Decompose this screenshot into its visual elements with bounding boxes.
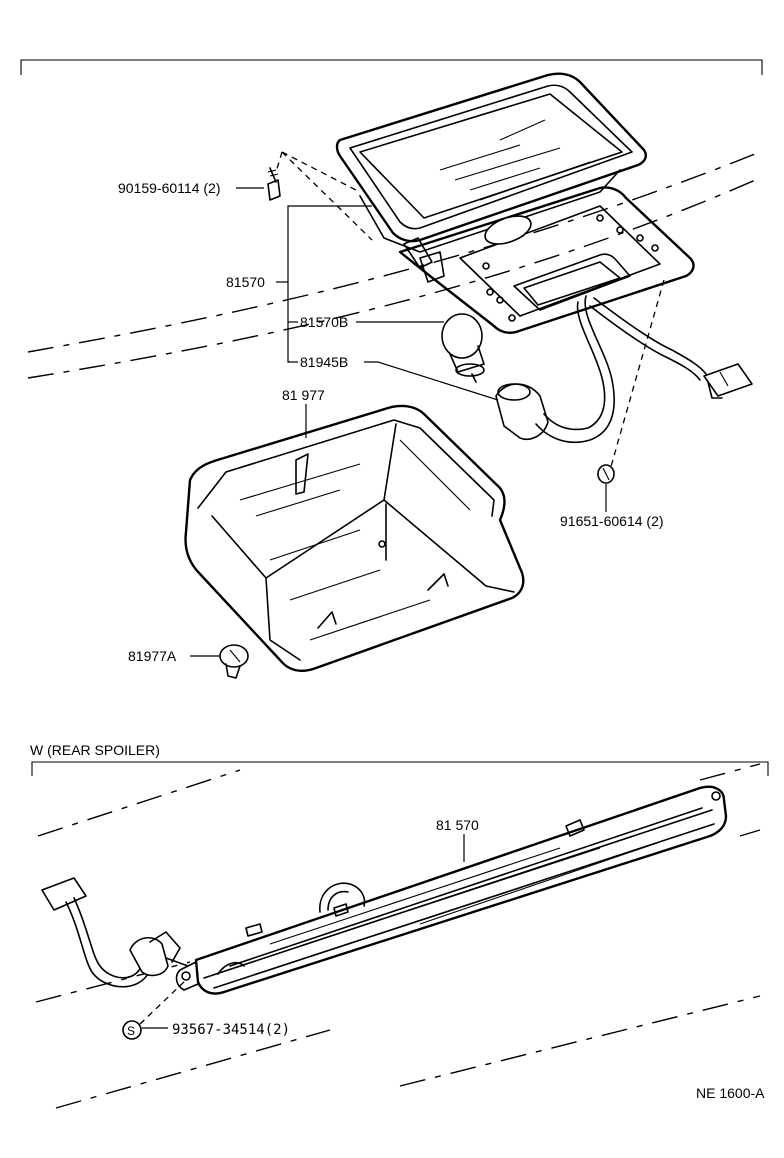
- bulb-icon: [441, 313, 485, 383]
- section-title: W (REAR SPOILER): [30, 742, 160, 758]
- lower-screw-part-label: 93567-34514(2): [172, 1022, 290, 1038]
- wire-harness: [589, 297, 753, 399]
- nut-part-label: 91651-60614 (2): [560, 513, 664, 529]
- screw-icon: [267, 167, 281, 201]
- screw-s-symbol: S: [127, 1024, 135, 1038]
- figure-code: NE 1600-A: [696, 1085, 765, 1101]
- cover-part-label: 81 977: [282, 387, 325, 403]
- lower-wire-harness: [41, 877, 189, 988]
- upper-frame-bracket: [20, 59, 763, 75]
- spoiler-lamp-bar: [175, 785, 728, 995]
- lower-frame-bracket: [31, 761, 769, 776]
- lower-body-outline: [35, 763, 761, 1109]
- screw-s-icon: S: [122, 979, 187, 1040]
- construction-lines-upper: [275, 151, 665, 471]
- socket-icon: [495, 295, 615, 444]
- upper-body-outline: [27, 151, 761, 379]
- lower-lamp-assembly-label: 81 570: [436, 817, 479, 833]
- clip-icon: [219, 644, 249, 679]
- socket-part-label: 81945B: [300, 354, 348, 370]
- screw-part-label: 90159-60114 (2): [118, 180, 220, 196]
- nut-icon: [597, 464, 615, 484]
- bulb-part-label: 81570B: [300, 314, 348, 330]
- leader-lines-lower: [142, 834, 465, 1029]
- lamp-assembly-part-label: 81570: [226, 274, 265, 290]
- leader-lines-upper: [190, 187, 607, 657]
- clip-part-label: 81977A: [128, 648, 177, 664]
- mounting-bracket: [398, 186, 695, 334]
- stop-lamp-housing: [335, 72, 647, 253]
- lamp-cover: [184, 404, 525, 672]
